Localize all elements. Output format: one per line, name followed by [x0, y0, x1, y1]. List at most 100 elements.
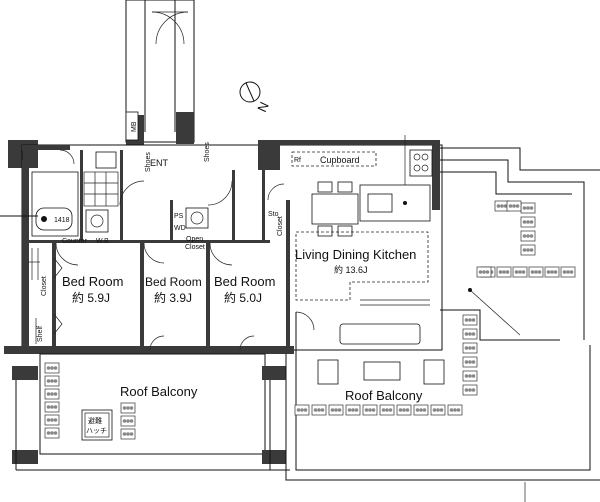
planter-plant [530, 270, 535, 274]
planter-plant [53, 418, 58, 422]
planter-plant [515, 204, 520, 208]
hatch-line1: 避難 [88, 416, 102, 425]
bed2-size: 約 3.9J [154, 290, 192, 305]
planter-plant [537, 270, 542, 274]
planter-plant [126, 419, 130, 423]
planter-plant [388, 408, 393, 412]
planter-plant [317, 408, 321, 412]
planter-plant [468, 388, 472, 392]
mb-label: MB [131, 121, 138, 132]
planter-plant [505, 270, 510, 274]
kitchen: Rf Cupboard Living Dining Kitchen 約 13.6… [291, 149, 472, 331]
dining-table [311, 193, 359, 225]
planter-plant [529, 220, 534, 224]
planter-plant [330, 408, 335, 412]
planter-plant [550, 270, 554, 274]
planter-plant [50, 431, 54, 435]
planter-plant [50, 392, 54, 396]
planter-plant [46, 392, 51, 396]
planter-plant [468, 318, 472, 322]
planter-plant [122, 419, 127, 423]
planter-plant [526, 206, 530, 210]
cupboard [291, 151, 377, 167]
wd-label: WD [174, 225, 186, 232]
planter-plant [553, 270, 558, 274]
bed3-name: Bed Room [214, 274, 275, 289]
planter-plant [534, 270, 538, 274]
planter-plant [46, 405, 51, 409]
planter-plant [471, 388, 476, 392]
hatch-line2: ハッチ [86, 427, 107, 435]
planter-plant [50, 405, 54, 409]
planter-plant [464, 374, 469, 378]
planter-plant [496, 204, 501, 208]
planter-plant [300, 408, 304, 412]
planter-plant [464, 360, 469, 364]
compass: N [239, 81, 272, 114]
bathtub [35, 207, 73, 231]
planter-plant [53, 379, 58, 383]
planter-plant [464, 332, 469, 336]
planter-plant [347, 408, 352, 412]
planter-plant [471, 318, 476, 322]
planter-plant [526, 234, 530, 238]
evacuation-hatch [81, 409, 113, 441]
planter-plant [422, 408, 427, 412]
bed1-size: 約 5.9J [72, 290, 110, 305]
open-closet-label: Open Closet [185, 236, 205, 251]
planter-plant [485, 270, 490, 274]
planter-plant [464, 318, 469, 322]
planter-plant [503, 204, 508, 208]
washing-machine [85, 209, 109, 233]
planter-plant [313, 408, 318, 412]
planter-plant [381, 408, 386, 412]
planter-plant [50, 379, 54, 383]
planter-plant [529, 234, 534, 238]
planter-plant [569, 270, 574, 274]
counter-label: Counter [62, 238, 88, 245]
bed1-name: Bed Room [62, 274, 123, 289]
planter-plant [53, 431, 58, 435]
planter-plant [46, 418, 51, 422]
planter-plant [468, 332, 472, 336]
armchair-left [317, 359, 339, 385]
ldk-size: 約 13.6J [334, 264, 368, 275]
planter-plant [364, 408, 369, 412]
planter-plant [518, 270, 522, 274]
planter-plant [126, 406, 130, 410]
shelf-label: Shelf [37, 326, 44, 342]
planter-plant [122, 432, 127, 436]
open-closet-line1: Open [186, 236, 203, 243]
planter-plant [471, 360, 476, 364]
planter-plant [529, 248, 534, 252]
planter-plant [53, 392, 58, 396]
planter-plant [419, 408, 423, 412]
planter-plant [526, 220, 530, 224]
planter-plant [498, 270, 503, 274]
planter-plant [368, 408, 372, 412]
planter-plant [482, 270, 486, 274]
planter-plant [402, 408, 406, 412]
planter-plant [46, 431, 51, 435]
planter-plant [471, 374, 476, 378]
bedrooms: Bed Room 約 5.9J Bed Room 約 3.9J Bed Room… [28, 242, 275, 351]
walls [4, 0, 600, 481]
planter-plant [508, 204, 513, 208]
planter-plant [522, 248, 527, 252]
planter-plant [514, 270, 519, 274]
utilities: PS WD Open Closet Sto Closet [174, 183, 285, 251]
planter-plant [303, 408, 308, 412]
cupboard-label: Cupboard [320, 155, 360, 165]
shoes-right-label: Shoes [204, 142, 211, 162]
planter-plant [529, 206, 534, 210]
planter-plant [129, 419, 134, 423]
planter-plant [351, 408, 355, 412]
planter-plant [436, 408, 440, 412]
open-closet-line2: Closet [185, 244, 205, 251]
roof-balcony-right-label: Roof Balcony [345, 388, 423, 403]
entrance: MB ENT Shoes Shoes [119, 111, 233, 206]
planter-plant [449, 408, 454, 412]
planter-plant [122, 406, 127, 410]
sto-label: Sto [268, 211, 279, 218]
